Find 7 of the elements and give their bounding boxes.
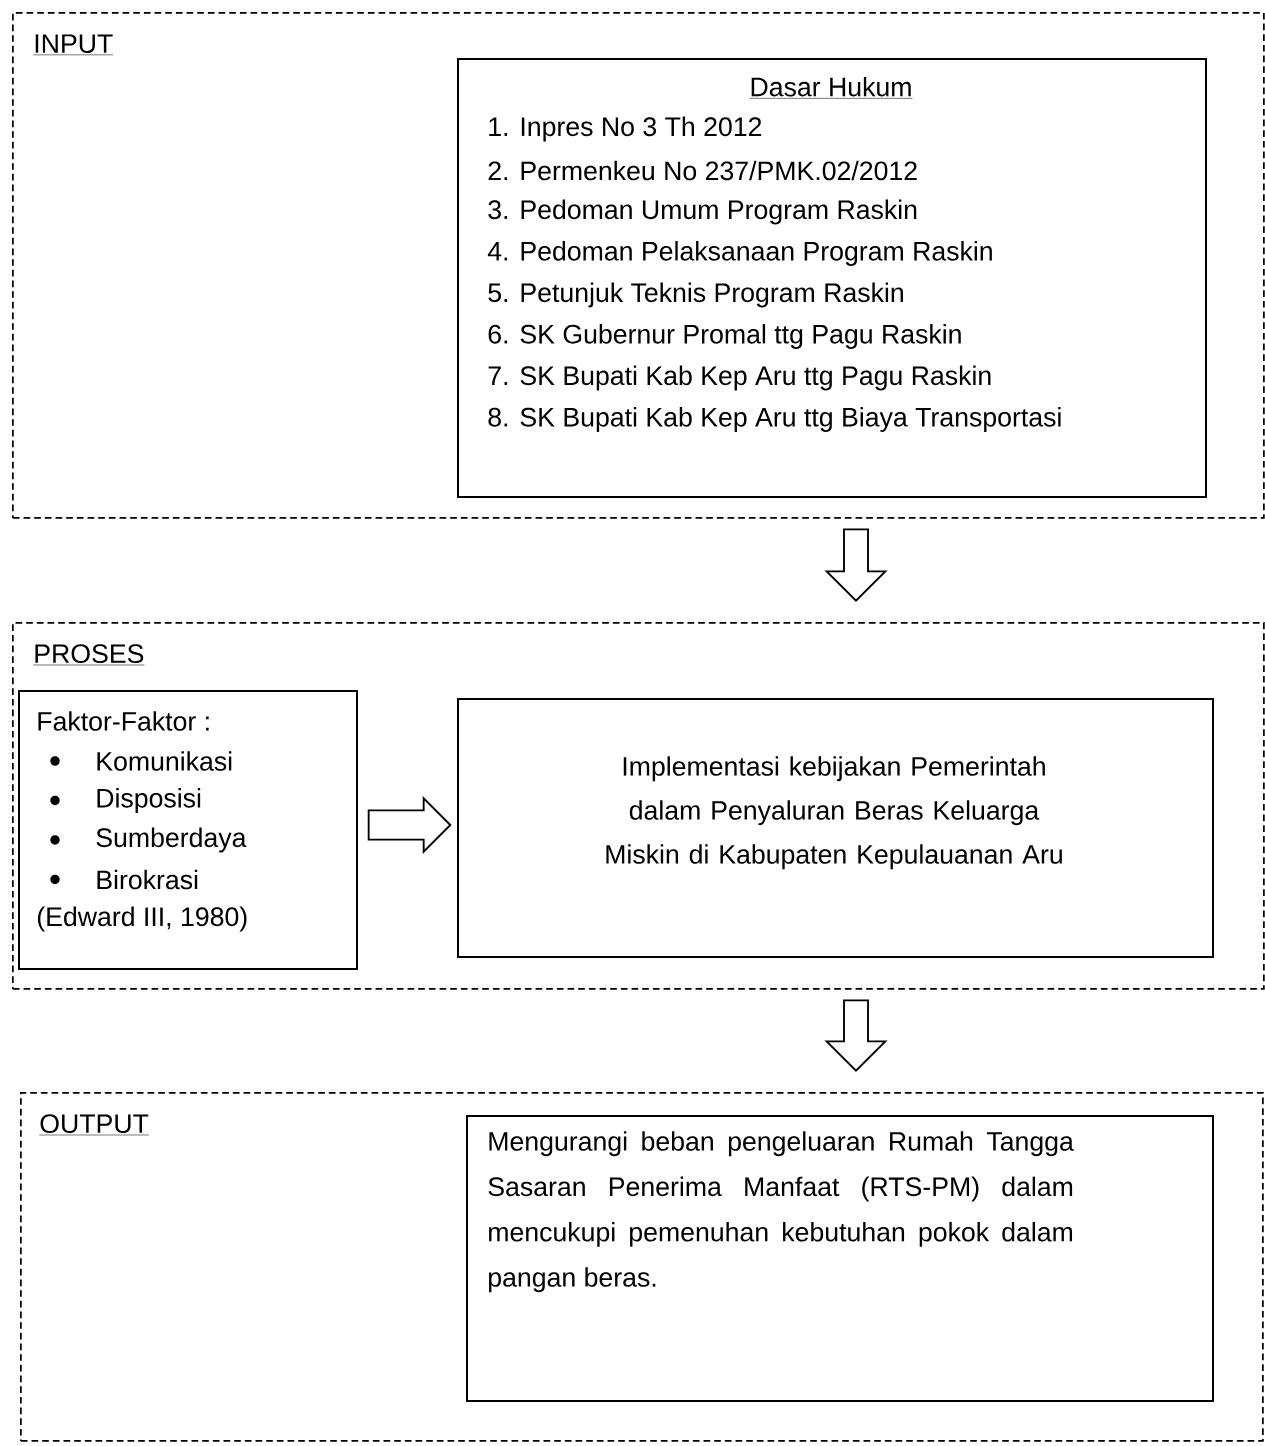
text-box: Implementasi kebijakan Pemerintah dalam Penyaluran Beras Keluarga Miskin di Kabupaten Kepulauanan Aru [457,698,1214,958]
block-arrow [367,796,452,854]
text-box: Mengurangi beban pengeluaran Rumah Tangga Sasaran Penerima Manfaat (RTS-PM) dalam mencukupi pemenuhan kebutuhan pokok dalam pangan beras. [466,1115,1214,1402]
block-arrow [824,999,888,1072]
text-box: Faktor-Faktor : Komunikasi Disposisi Sumberdaya Birokrasi (Edward III, 1980) [18,690,358,970]
text-box: Dasar Hukum 1. Inpres No 3 Th 2012 2. Permenkeu No 237/PMK.02/2012 3. Pedoman Umum Program Raskin 4. Pedoman Pelaksanaan Program Raskin 5. Petunjuk Teknis Program Raskin 6. SK Gubernur Promal ttg Pagu Raskin 7. SK Bupati Kab Kep Aru ttg Pagu Raskin 8. SK Bupati Kab Kep Aru ttg Biaya Transportasi [457,58,1207,498]
block-arrow [824,528,888,602]
